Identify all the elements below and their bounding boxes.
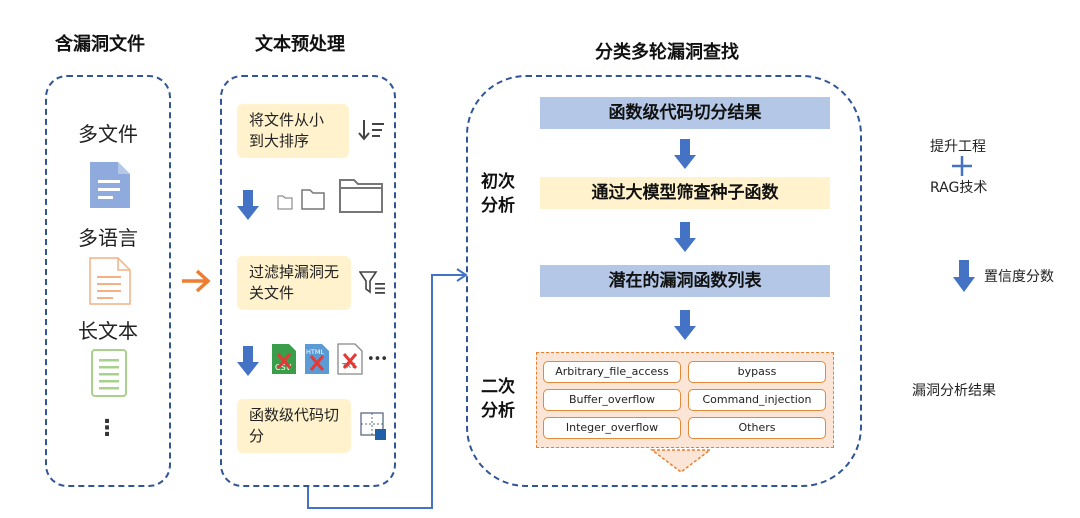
filter-step-box: 过滤掉漏洞无关文件 [237, 256, 351, 310]
input-item-multi-language: 多语言 [78, 226, 138, 250]
vuln-type-tag: Others [688, 417, 826, 439]
legend-arrow-label: 置信度分数 [984, 269, 1054, 285]
down-chevron-arrow-icon [650, 449, 712, 473]
legend-plus-bottom-label: RAG技术 [930, 180, 988, 196]
doc-green-icon [91, 349, 127, 397]
stage-second-analysis-label: 二次分析 [481, 377, 515, 421]
vuln-type-tag: Arbitrary_file_access [543, 361, 681, 383]
doc-blue-icon [90, 162, 130, 208]
vuln-type-tag: bypass [688, 361, 826, 383]
vuln-type-tag: Command_injection [688, 389, 826, 411]
split-step-box: 函数级代码切分 [237, 399, 351, 453]
down-arrow-icon [237, 346, 259, 376]
llm-screening-bar: 通过大模型筛查种子函数 [540, 177, 830, 209]
down-arrow-icon [674, 139, 696, 169]
analysis-column-title: 分类多轮漏洞查找 [595, 42, 739, 63]
vuln-function-list-bar: 潜在的漏洞函数列表 [540, 265, 830, 297]
filter-icon [359, 271, 385, 294]
html-file-icon: HTML [305, 344, 329, 374]
stage-first-analysis-label: 初次分析 [481, 172, 515, 216]
split-icon [360, 412, 386, 440]
input-panel [45, 75, 171, 487]
plus-icon [952, 156, 972, 176]
down-arrow-icon [674, 222, 696, 252]
preprocess-panel [220, 75, 396, 487]
down-arrow-icon [237, 190, 259, 220]
preprocess-more-ellipsis: ••• [367, 352, 388, 367]
legend-plus-top-label: 提升工程 [930, 139, 986, 155]
csv-file-icon: CSV [272, 344, 296, 374]
input-more-ellipsis: ⋮ [96, 416, 118, 441]
input-item-multi-file: 多文件 [78, 122, 138, 146]
vuln-type-tag: Integer_overflow [543, 417, 681, 439]
doc-orange-icon [89, 257, 131, 305]
input-column-title: 含漏洞文件 [55, 34, 145, 55]
svg-text:CSV: CSV [275, 363, 292, 372]
analysis-panel [466, 75, 862, 487]
vuln-type-tag: Buffer_overflow [543, 389, 681, 411]
function-split-result-bar: 函数级代码切分结果 [540, 97, 830, 129]
sort-step-box: 将文件从小到大排序 [237, 104, 349, 158]
svg-text:HTML: HTML [306, 348, 324, 356]
sort-icon [358, 120, 384, 141]
svg-text:TXT: TXT [341, 362, 356, 370]
down-arrow-icon [674, 310, 696, 340]
input-item-long-text: 长文本 [78, 319, 138, 343]
preprocess-column-title: 文本预处理 [255, 34, 345, 55]
txt-file-icon: TXT [337, 343, 363, 375]
folders-icon [277, 179, 383, 213]
legend-result-label: 漏洞分析结果 [912, 383, 996, 399]
orange-arrow-icon [182, 269, 211, 293]
down-arrow-icon [953, 260, 975, 292]
connector-arrow [307, 268, 468, 509]
